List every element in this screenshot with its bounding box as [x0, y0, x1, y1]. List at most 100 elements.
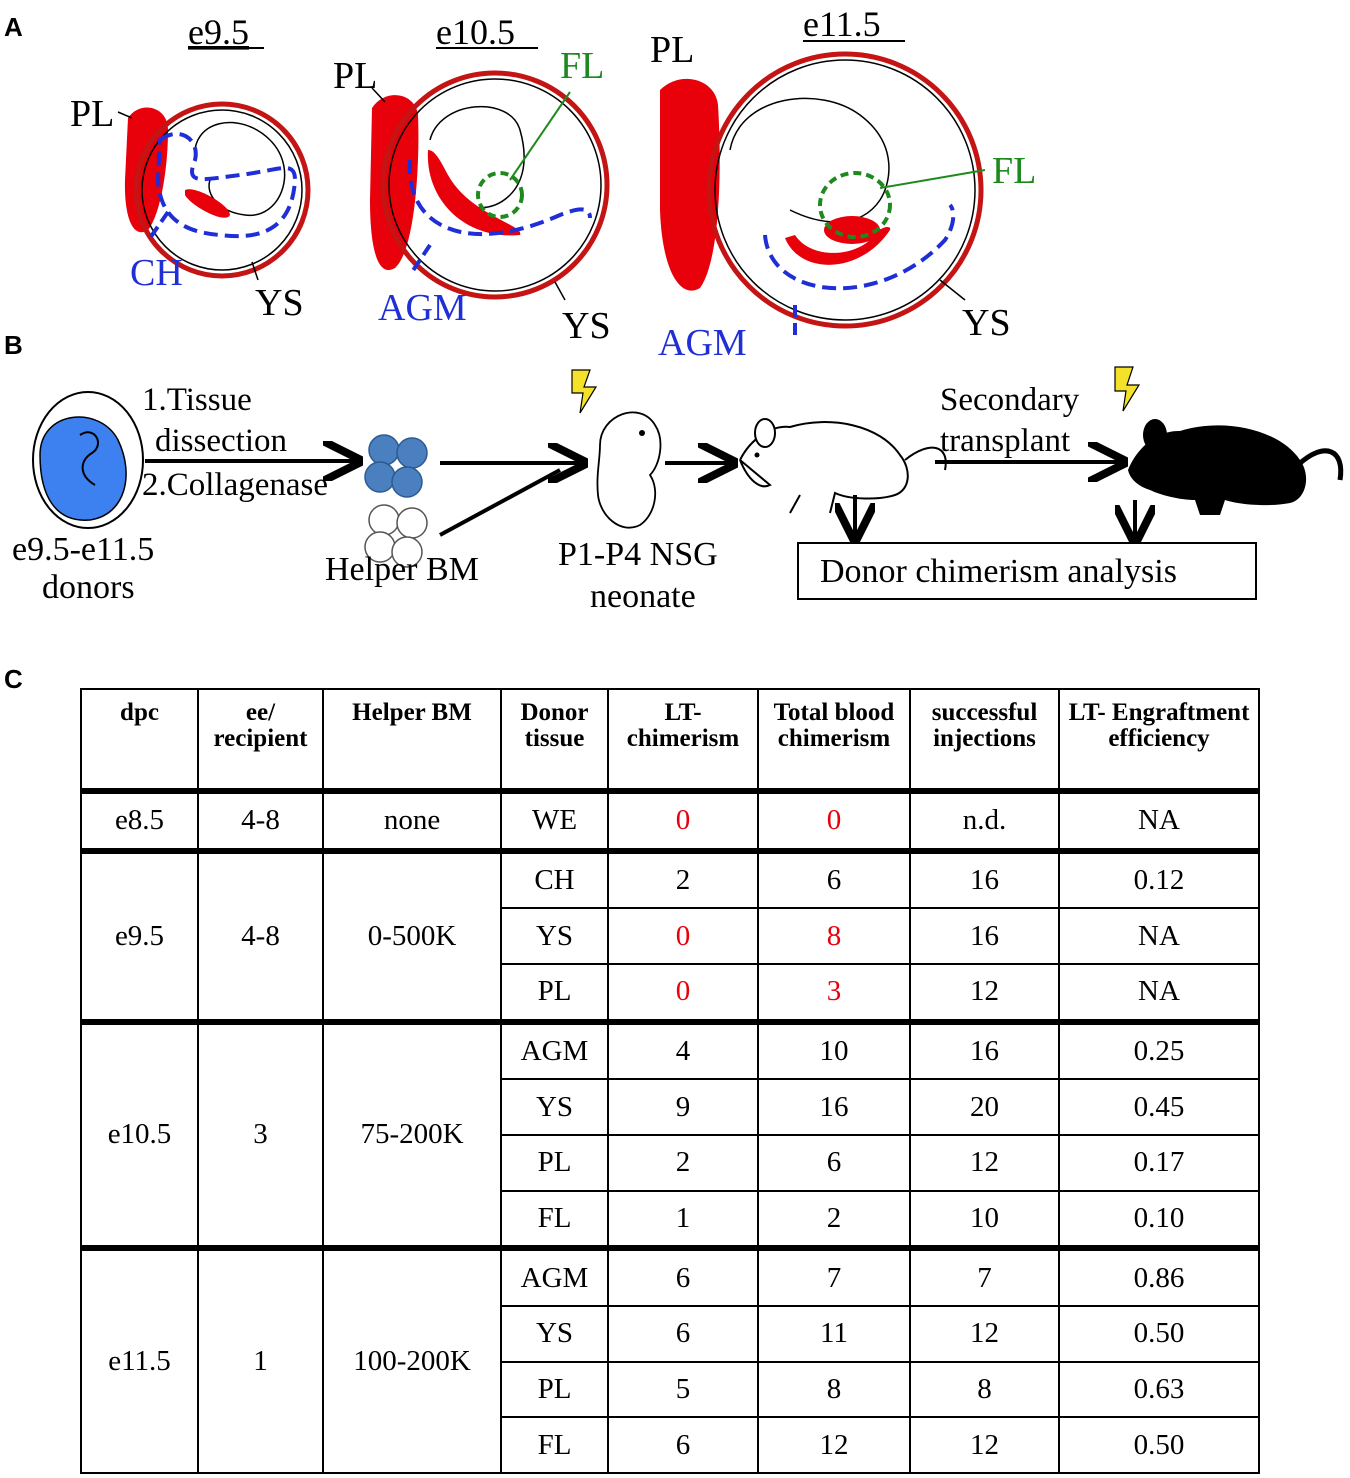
efficiency-cell: 0.17	[1058, 1133, 1260, 1192]
efficiency-cell: NA	[1058, 963, 1260, 1023]
dpc-cell: e8.5	[80, 788, 199, 852]
injections-cell: 7	[909, 1245, 1060, 1307]
donor-tissue-cell: WE	[500, 788, 609, 852]
injections-cell: 16	[909, 847, 1060, 910]
step-label-line2: dissection	[155, 423, 287, 459]
agm-dashed-outline	[407, 159, 592, 237]
lt-chimerism-cell: 5	[607, 1360, 759, 1419]
efficiency-cell: 0.50	[1058, 1304, 1260, 1363]
tissue-label-agm: AGM	[658, 322, 747, 360]
injections-cell: 12	[909, 1304, 1060, 1363]
neonate-mouse-icon	[596, 411, 662, 529]
efficiency-cell: NA	[1058, 788, 1260, 852]
table-header-cell: Donor tissue	[500, 688, 609, 794]
total-chimerism-cell: 12	[757, 1416, 911, 1474]
donor-tissue-cell: AGM	[500, 1245, 609, 1307]
step-label-line3: 2.Collagenase	[142, 467, 328, 503]
efficiency-cell: 0.45	[1058, 1078, 1260, 1136]
total-chimerism-cell: 6	[757, 1133, 911, 1192]
agm-dashed-outline	[763, 203, 956, 291]
ee-recipient-cell: 4-8	[197, 847, 324, 1023]
tissue-label-agm: AGM	[378, 287, 467, 329]
placenta-shape	[660, 78, 720, 291]
efficiency-cell: 0.86	[1058, 1245, 1260, 1307]
embryo-body-outline	[729, 97, 890, 223]
neonate-label-line1: P1-P4 NSG	[558, 536, 718, 573]
donor-tissue-cell: PL	[500, 1360, 609, 1419]
injections-cell: n.d.	[909, 788, 1060, 852]
injections-cell: 16	[909, 907, 1060, 965]
step-label-line1: 1.Tissue	[142, 382, 252, 418]
donor-tissue-cell: PL	[500, 1133, 609, 1192]
aorta-shape	[427, 150, 521, 236]
ee-recipient-cell: 1	[197, 1245, 324, 1474]
lt-chimerism-cell: 6	[607, 1304, 759, 1363]
irradiation-bolt-icon	[571, 369, 598, 414]
panel-label-a: A	[4, 12, 23, 42]
fl-dashed-outline	[818, 171, 892, 239]
dpc-cell: e9.5	[80, 847, 199, 1023]
stage-label-e10-5: e10.5	[436, 12, 515, 52]
total-chimerism-cell: 7	[757, 1245, 911, 1307]
donor-tissue-cell: PL	[500, 963, 609, 1023]
secondary-label-line1: Secondary	[940, 382, 1080, 418]
panel-a-embryo-diagrams: e9.5 PL CH YS e10.5 PL FL AGM YS e11.5	[70, 4, 1036, 360]
injections-cell: 16	[909, 1018, 1060, 1081]
injections-cell: 8	[909, 1360, 1060, 1419]
ee-recipient-cell: 3	[197, 1018, 324, 1250]
efficiency-cell: 0.25	[1058, 1018, 1260, 1081]
table-header-cell: Helper BM	[322, 688, 502, 794]
total-chimerism-cell: 3	[757, 963, 911, 1023]
efficiency-cell: 0.10	[1058, 1189, 1260, 1250]
neonate-label-line2: neonate	[590, 578, 696, 615]
donor-cells-icon	[364, 434, 428, 498]
tissue-label-ys: YS	[255, 282, 304, 324]
panel-label-b: B	[4, 330, 23, 360]
panel-b-workflow-diagram: e9.5-e11.5 donors 1.Tissue dissection 2.…	[12, 366, 1344, 615]
panel-label-c: C	[4, 664, 23, 694]
tissue-label-pl: PL	[70, 93, 114, 135]
table-header-cell: successful injections	[909, 688, 1060, 794]
helper-bm-cell: 100-200K	[322, 1245, 502, 1474]
dpc-cell: e11.5	[80, 1245, 199, 1474]
donor-label-line1: e9.5-e11.5	[12, 531, 154, 568]
helper-bm-cell: 0-500K	[322, 847, 502, 1023]
lt-chimerism-cell: 0	[607, 907, 759, 965]
donor-tissue-cell: YS	[500, 1078, 609, 1136]
ee-recipient-cell: 4-8	[197, 788, 324, 852]
lt-chimerism-cell: 2	[607, 1133, 759, 1192]
tissue-label-pl: PL	[650, 29, 694, 71]
injections-cell: 12	[909, 1416, 1060, 1474]
yolk-sac-shape	[133, 101, 311, 279]
total-chimerism-cell: 8	[757, 1360, 911, 1419]
aorta-shape	[785, 227, 891, 265]
tissue-label-ys: YS	[962, 302, 1011, 344]
efficiency-cell: 0.63	[1058, 1360, 1260, 1419]
donor-tissue-cell: YS	[500, 907, 609, 965]
dpc-cell: e10.5	[80, 1018, 199, 1250]
donor-label-line2: donors	[42, 569, 135, 606]
donor-tissue-cell: FL	[500, 1416, 609, 1474]
yolk-sac-shape	[380, 70, 610, 300]
lt-chimerism-cell: 1	[607, 1189, 759, 1250]
secondary-label-line2: transplant	[940, 423, 1070, 459]
total-chimerism-cell: 0	[757, 788, 911, 852]
lt-chimerism-cell: 2	[607, 847, 759, 910]
efficiency-cell: 0.50	[1058, 1416, 1260, 1474]
tissue-label-ys: YS	[562, 305, 611, 347]
helper-bm-label: Helper BM	[325, 551, 479, 588]
heart-shape	[185, 189, 230, 218]
ch-dashed-outline	[155, 132, 298, 239]
helper-cells-icon	[364, 504, 428, 568]
helper-bm-cell: none	[322, 788, 502, 852]
